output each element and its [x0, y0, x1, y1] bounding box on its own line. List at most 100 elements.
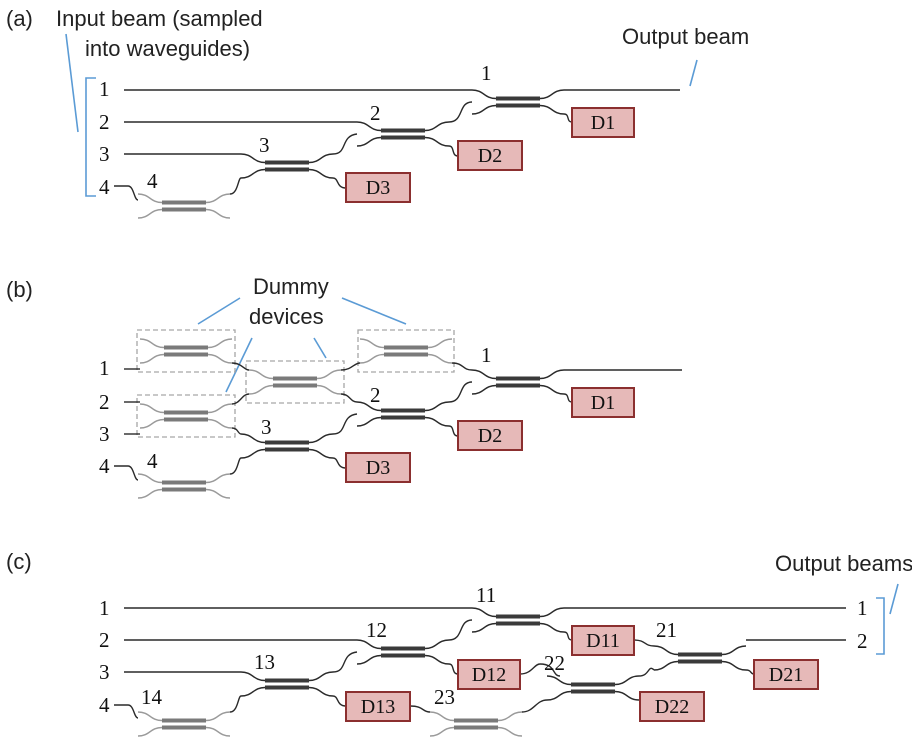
panel-a-label: (a) — [6, 6, 33, 31]
coupler-label-2: 2 — [370, 383, 381, 407]
input-label-3: 3 — [99, 142, 110, 166]
panel-b-label: (b) — [6, 277, 33, 302]
detector-d21-label: D21 — [769, 664, 803, 686]
coupler-11 — [470, 606, 566, 634]
output-note-pointer — [689, 59, 698, 87]
input-label-2: 2 — [99, 110, 110, 134]
panel-a: (a) Input beam (sampled into waveguides)… — [6, 6, 749, 220]
coupler-label-12: 12 — [366, 618, 387, 642]
detector-d1-label: D1 — [591, 112, 615, 134]
waveguide-4 — [114, 185, 139, 201]
link-23-22 — [521, 699, 548, 713]
link-d11-21 — [633, 639, 655, 647]
dummy-note-line2: devices — [249, 304, 324, 329]
dummy-note-line1: Dummy — [253, 274, 329, 299]
drop-d13 — [332, 695, 347, 707]
input-label-4: 4 — [99, 175, 110, 199]
dummy-pointer-center — [313, 337, 327, 359]
link-3-2 — [332, 413, 358, 435]
link-2-1 — [448, 101, 473, 123]
coupler-label-14: 14 — [141, 685, 163, 709]
coupler-4 — [136, 192, 232, 220]
detector-d1: D1 — [571, 387, 635, 418]
link-4-3 — [229, 457, 242, 475]
input-label-3: 3 — [99, 422, 110, 446]
waveguide-4 — [114, 465, 139, 481]
detector-d3-label: D3 — [366, 457, 390, 479]
dummy-pointer-left — [197, 297, 241, 325]
detector-d13-label: D13 — [361, 696, 395, 718]
detector-d11-label: D11 — [586, 630, 620, 652]
drop-d2 — [448, 425, 459, 437]
input-note-pointer — [65, 33, 79, 133]
link-3-2 — [332, 133, 358, 155]
detector-d12: D12 — [457, 659, 521, 690]
coupler-22 — [545, 674, 641, 702]
dummy-coupler — [358, 337, 454, 365]
input-beam-note-line2: into waveguides) — [85, 36, 250, 61]
input-label-3: 3 — [99, 660, 110, 684]
coupler-label-22: 22 — [544, 651, 565, 675]
panel-b: (b) Dummy devices 1 2 3 4 1 2 3 4 D1 D2 — [6, 274, 682, 500]
input-beam-note-line1: Input beam (sampled — [56, 6, 263, 31]
dummy-pointer-right — [341, 297, 407, 325]
detector-d22-label: D22 — [655, 696, 689, 718]
link-2-1 — [448, 381, 473, 403]
coupler-label-13: 13 — [254, 650, 275, 674]
dummy-coupler — [138, 402, 234, 430]
link-14-13 — [229, 695, 242, 713]
coupler-label-1: 1 — [481, 61, 492, 85]
coupler-14 — [136, 710, 232, 738]
coupler-label-3: 3 — [261, 415, 272, 439]
output-label-1: 1 — [857, 596, 868, 620]
panel-c-label: (c) — [6, 549, 32, 574]
output-label-2: 2 — [857, 629, 868, 653]
panel-c: (c) Output beams 1 2 3 4 1 2 11 12 13 14… — [6, 549, 912, 738]
output-note-pointer — [889, 583, 899, 615]
coupler-label-3: 3 — [259, 133, 270, 157]
waveguide-2-link — [340, 393, 358, 403]
input-label-4: 4 — [99, 454, 110, 478]
dummy-device-box — [245, 360, 345, 404]
coupler-2 — [355, 120, 451, 148]
detector-d13: D13 — [345, 691, 411, 722]
drop-d3 — [332, 177, 347, 189]
coupler-label-4: 4 — [147, 449, 158, 473]
input-label-4: 4 — [99, 693, 110, 717]
detector-d2-label: D2 — [478, 425, 502, 447]
detector-d22: D22 — [639, 691, 705, 722]
coupler-3 — [239, 432, 335, 460]
waveguide-1-link — [451, 362, 473, 371]
waveguide-3-link — [231, 427, 242, 435]
detector-d1-label: D1 — [591, 392, 615, 414]
detector-d2: D2 — [457, 420, 523, 451]
coupler-label-4: 4 — [147, 169, 158, 193]
dummy-device-box — [136, 329, 236, 373]
coupler-13 — [239, 670, 335, 698]
coupler-label-1: 1 — [481, 343, 492, 367]
output-bracket — [876, 597, 885, 655]
waveguide-2-link — [231, 393, 250, 405]
drop-d2 — [448, 145, 459, 157]
coupler-label-23: 23 — [434, 685, 455, 709]
dummy-device-box — [357, 329, 455, 373]
detector-d3-label: D3 — [366, 177, 390, 199]
drop-d12 — [448, 663, 459, 675]
link-13-12 — [332, 651, 358, 673]
output-beam-note: Output beam — [622, 24, 749, 49]
input-label-2: 2 — [99, 390, 110, 414]
input-label-1: 1 — [99, 596, 110, 620]
detector-d21: D21 — [753, 659, 819, 690]
link-22-21 — [638, 667, 655, 677]
input-label-1: 1 — [99, 77, 110, 101]
dummy-coupler — [247, 368, 343, 396]
link-d13-23 — [409, 705, 431, 713]
drop-d21 — [745, 669, 755, 675]
coupler-3 — [239, 152, 335, 180]
link-d12-22b — [539, 663, 561, 677]
coupler-12 — [355, 638, 451, 666]
link-d12-22 — [519, 663, 541, 675]
detector-d3: D3 — [345, 452, 411, 483]
